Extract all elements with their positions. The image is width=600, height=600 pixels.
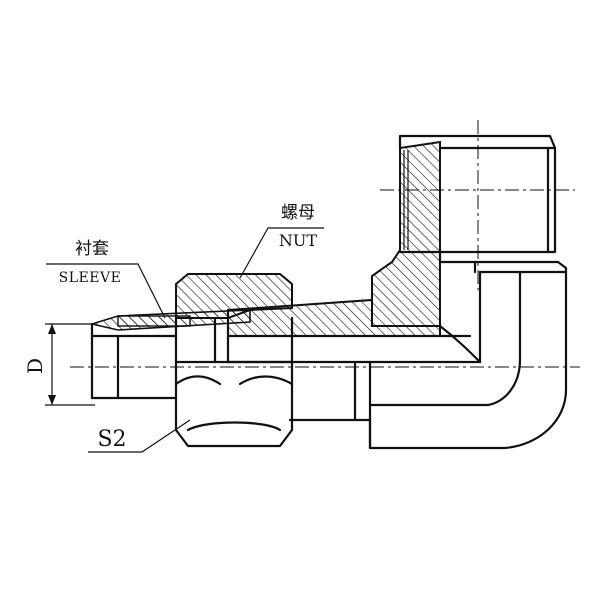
nut-hex-curve-bottom [186,421,282,432]
inner-elbow-curve [368,270,522,407]
centerlines [70,120,580,368]
nut-leader [239,227,324,279]
dimension-d-label: D [23,358,47,374]
top-port [371,134,568,327]
thread-marks [403,150,409,250]
nut-hex-curve-left [174,375,222,386]
leaders [46,227,324,453]
top-port-wall-section [371,140,441,327]
dimension-d: D [23,323,95,406]
sleeve-and-tube [88,309,251,400]
port-shoulder [438,250,568,274]
s2-leader [88,419,191,453]
nut-outline-lower [174,316,294,448]
sleeve-label-en: SLEEVE [59,270,122,286]
nut-label-cn: 螺母 [281,203,315,223]
bore-elbow-curve [438,324,482,364]
dim-d-arrow-top [48,324,56,334]
sleeve-ring [117,315,191,327]
nut-label-en: NUT [279,231,317,250]
dim-d-arrow-bottom [48,395,56,405]
top-port-outline [398,134,557,254]
nut-hex-curve-right [238,375,294,386]
nut [174,273,294,448]
s2-label: S2 [97,427,126,452]
sleeve-leader [46,263,166,319]
sleeve-label-cn: 衬套 [75,239,109,259]
outer-elbow-curve [368,270,568,450]
